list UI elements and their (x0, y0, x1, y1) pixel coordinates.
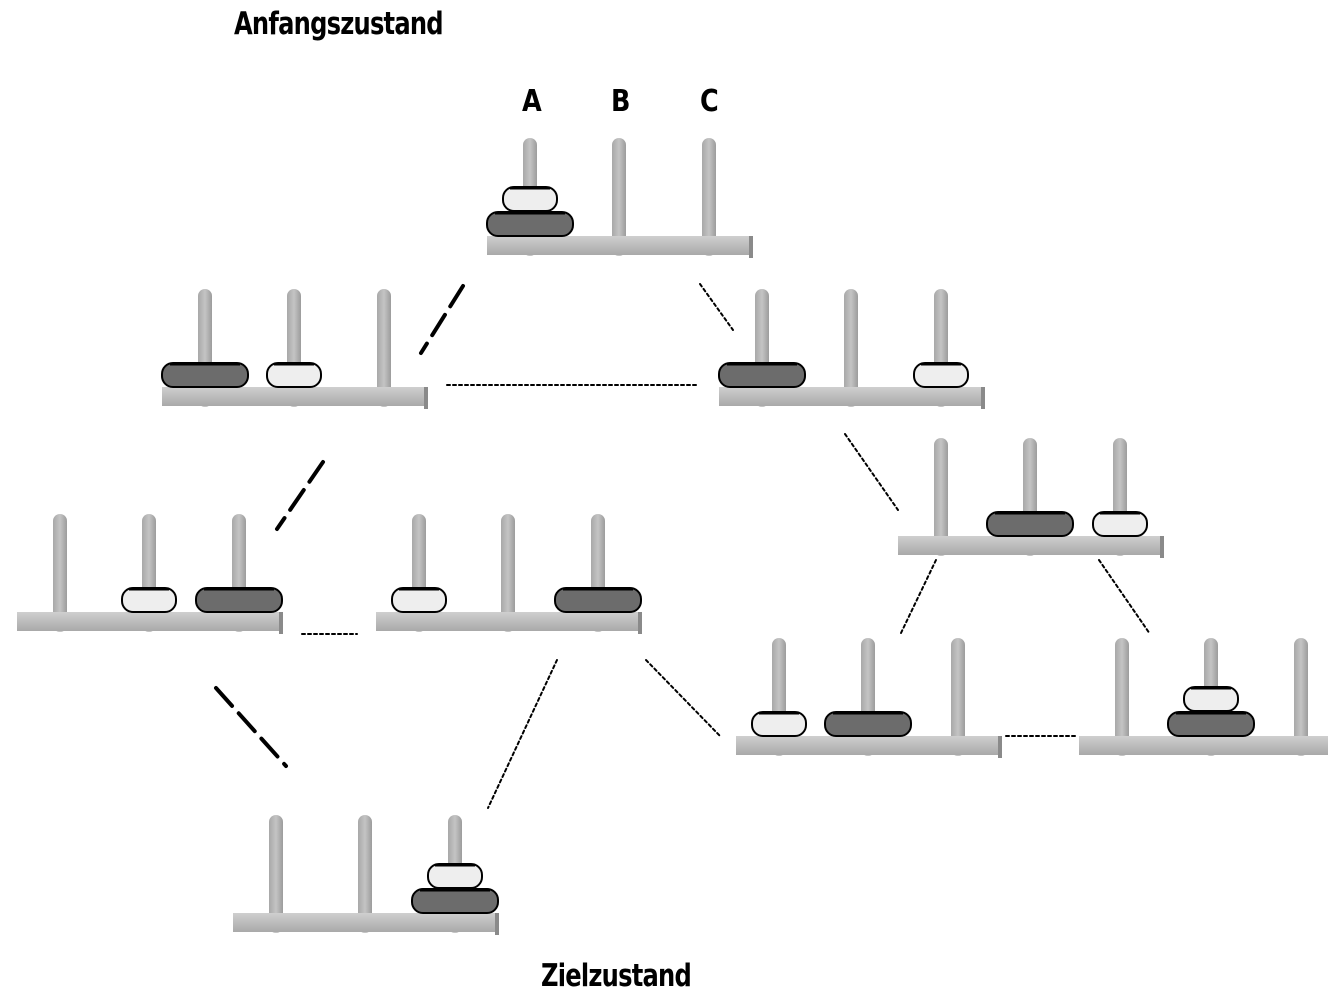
large-disk (554, 587, 642, 613)
peg-b (501, 514, 515, 632)
tower-base-edge (495, 913, 499, 935)
transition-small-A-large-C-to-small-A-large-B (645, 659, 721, 737)
peg-c (1294, 638, 1308, 756)
tower-base-edge (638, 612, 642, 634)
small-disk (266, 362, 322, 388)
peg-label-b: B (611, 84, 631, 119)
tower-base-edge (424, 387, 428, 409)
transition-large-A-small-B-to-small-B-large-C (275, 460, 325, 531)
tower-base-edge (279, 612, 283, 634)
large-disk (986, 511, 1074, 537)
transition-start-to-large-A-small-C (699, 283, 734, 331)
peg-c (377, 289, 391, 407)
state-large-B-small-B (1079, 638, 1328, 756)
tower-base (1079, 736, 1328, 755)
peg-a (53, 514, 67, 632)
transition-large-A-small-C-to-large-B-small-C (844, 433, 899, 511)
tower-base (736, 736, 1002, 755)
small-disk (913, 362, 969, 388)
tower-base (376, 612, 642, 631)
tower-base (487, 236, 753, 255)
state-small-B-large-C (17, 514, 283, 634)
state-small-A-large-B (736, 638, 1002, 758)
peg-c (702, 138, 716, 256)
tower-base (719, 387, 985, 406)
tower-base (898, 536, 1164, 555)
peg-b (612, 138, 626, 256)
small-disk (391, 587, 447, 613)
peg-a (1115, 638, 1129, 756)
peg-a (934, 438, 948, 556)
large-disk (1167, 711, 1255, 737)
state-large-A-small-C (718, 289, 985, 409)
transition-small-B-large-C-to-goal (214, 686, 288, 768)
large-disk (195, 587, 283, 613)
peg-a (269, 815, 283, 933)
state-goal (233, 815, 499, 935)
small-disk (1183, 686, 1239, 712)
large-disk (824, 711, 912, 737)
transition-lines (214, 283, 1151, 809)
small-disk (502, 186, 558, 212)
large-disk (718, 362, 806, 388)
state-large-B-small-C (898, 438, 1164, 558)
transition-large-B-small-C-to-small-A-large-B (900, 559, 937, 634)
small-disk (751, 711, 807, 737)
peg-b (358, 815, 372, 933)
peg-b (844, 289, 858, 407)
state-start (486, 138, 753, 258)
peg-label-c: C (700, 84, 719, 119)
tower-base-edge (981, 387, 985, 409)
tower-base (17, 612, 283, 631)
transition-start-to-large-A-small-B (419, 284, 465, 355)
tower-base (162, 387, 428, 406)
tower-base-edge (749, 236, 753, 258)
goal-state-title: Zielzustand (541, 958, 692, 994)
transition-large-B-small-C-to-large-B-small-B (1098, 559, 1151, 635)
start-state-title: Anfangszustand (234, 6, 444, 42)
tower-states (17, 138, 1328, 935)
small-disk (1092, 511, 1148, 537)
peg-c (951, 638, 965, 756)
large-disk (161, 362, 249, 388)
tower-base-edge (998, 736, 1002, 758)
peg-label-a: A (522, 84, 542, 119)
state-large-A-small-B (161, 289, 428, 409)
tower-base (233, 913, 499, 932)
transition-small-A-large-C-to-goal (487, 659, 558, 809)
small-disk (427, 863, 483, 889)
state-small-A-large-C (376, 514, 642, 634)
large-disk (411, 888, 499, 914)
tower-base-edge (1160, 536, 1164, 558)
small-disk (121, 587, 177, 613)
large-disk (486, 211, 574, 237)
